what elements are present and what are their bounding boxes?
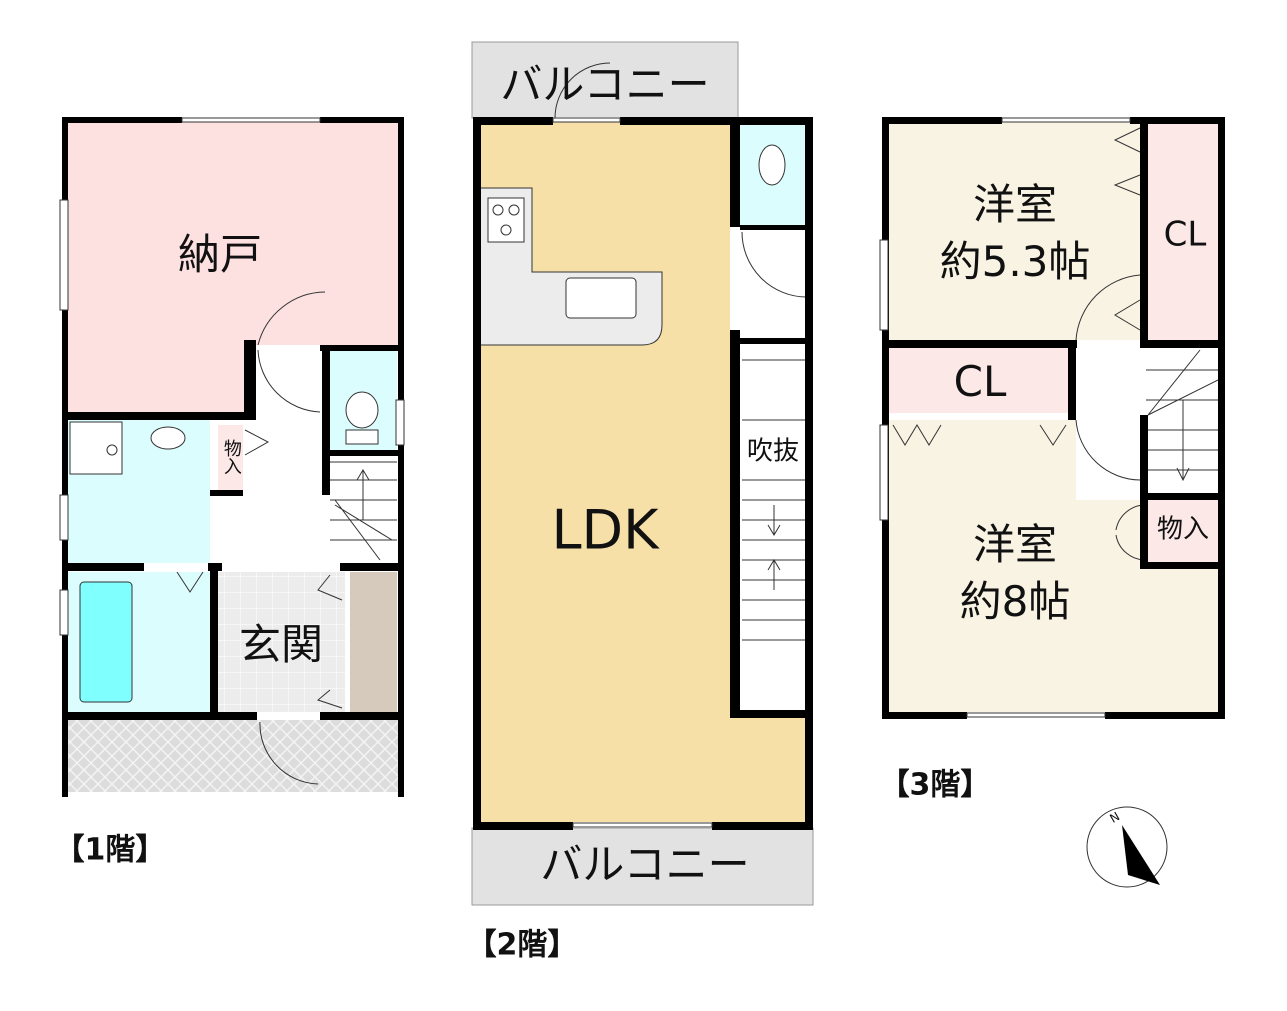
closet1-area: [1148, 122, 1218, 340]
floor2-plan: [471, 41, 814, 906]
floor1-plan: [59, 117, 405, 797]
balcony-top-area: [471, 41, 739, 119]
balcony-bottom-label: バルコニー: [540, 839, 750, 889]
bathtub: [79, 581, 133, 703]
storage-room-label: 納戸: [177, 229, 263, 279]
porch: [67, 720, 400, 792]
western-room2-area: [888, 420, 1218, 712]
atrium-label: 吹抜: [746, 436, 800, 467]
storage-room-area: [67, 122, 400, 412]
floor2-label: 【2階】: [466, 927, 578, 963]
western-room1-name: 洋室: [972, 179, 1058, 229]
entrance-floor: [218, 572, 345, 712]
entrance-label: 玄関: [238, 619, 324, 669]
closet3-area: [1146, 500, 1218, 562]
western-room1-size: 約5.3帖: [939, 236, 1091, 286]
closet2-area: [888, 348, 1068, 413]
compass-icon: [1086, 806, 1168, 888]
floor1-label: 【1階】: [54, 832, 166, 868]
western-room1-area: [888, 122, 1140, 340]
closet2-label: CL: [953, 356, 1007, 406]
balcony-top-label: バルコニー: [500, 59, 710, 109]
ldk-label: LDK: [551, 498, 659, 562]
floor3-plan: [879, 117, 1225, 719]
floor3-label: 【3階】: [879, 767, 991, 803]
balcony-bottom-area: [471, 827, 814, 906]
western-room2-size: 約8帖: [959, 576, 1071, 626]
western-room2-name: 洋室: [972, 519, 1058, 569]
closet3-label: 物入: [1156, 514, 1210, 545]
floor1-closet-label: 物入: [220, 439, 242, 475]
shoe-cabinet: [350, 572, 397, 712]
closet1-label: CL: [1163, 214, 1207, 255]
